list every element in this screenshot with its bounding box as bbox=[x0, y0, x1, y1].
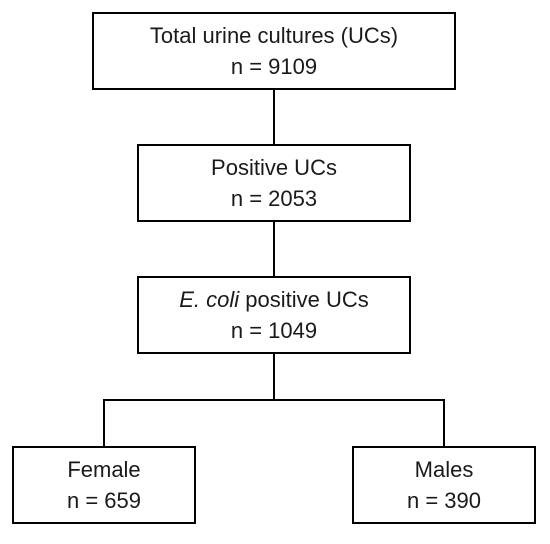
positive-count: n = 2053 bbox=[230, 186, 318, 211]
female-box: Female n = 659 bbox=[12, 446, 196, 524]
connector-ecoli-to-split bbox=[273, 354, 275, 400]
ecoli-positive-ucs-box: E. coli positive UCs n = 1049 bbox=[137, 276, 411, 354]
total-urine-cultures-box: Total urine cultures (UCs) n = 9109 bbox=[92, 12, 456, 90]
ecoli-label-italic: E. coli bbox=[179, 287, 240, 312]
positive-label: Positive UCs bbox=[211, 155, 337, 180]
total-label: Total urine cultures (UCs) bbox=[149, 23, 399, 48]
ecoli-count: n = 1049 bbox=[230, 318, 318, 343]
males-label: Males bbox=[414, 457, 474, 482]
connector-positive-to-ecoli bbox=[273, 222, 275, 276]
connector-split-to-female bbox=[103, 399, 105, 446]
males-box: Males n = 390 bbox=[352, 446, 536, 524]
connector-split-to-males bbox=[443, 399, 445, 446]
total-count: n = 9109 bbox=[230, 54, 318, 79]
males-count: n = 390 bbox=[406, 488, 481, 513]
positive-ucs-box: Positive UCs n = 2053 bbox=[137, 144, 411, 222]
connector-total-to-positive bbox=[273, 90, 275, 144]
ecoli-label: E. coli positive UCs bbox=[179, 284, 369, 315]
ecoli-label-rest: positive UCs bbox=[239, 287, 369, 312]
connector-split-horizontal bbox=[103, 399, 445, 401]
female-count: n = 659 bbox=[66, 488, 141, 513]
female-label: Female bbox=[67, 457, 141, 482]
